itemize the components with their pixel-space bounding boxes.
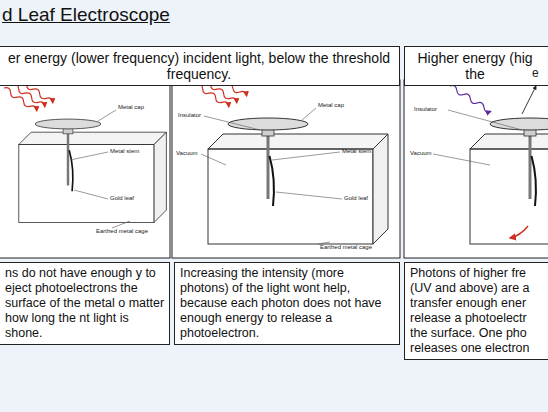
explanation-box: Increasing the intensity (more photons) … (174, 262, 400, 345)
slide-title: d Leaf Electroscope (2, 4, 170, 26)
explanation-box: Photons of higher fre (UV and above) are… (404, 262, 548, 360)
part-label: Vacuum (176, 150, 198, 157)
box-text: Photons of higher fre (UV and above) are… (410, 266, 541, 356)
part-label: Earthed metal cage (96, 228, 148, 235)
explanation-box: ns do not have enough y to eject photoel… (0, 262, 170, 345)
part-label: Metal stem (342, 148, 371, 155)
part-label: Insulator (414, 106, 437, 113)
header-box: er energy (lower frequency) incident lig… (0, 46, 400, 86)
box-text: er energy (lower frequency) incident lig… (3, 50, 395, 82)
part-label: Vacuum (410, 150, 432, 157)
part-label: Metal cap (118, 104, 144, 111)
part-label: Metal cap (318, 102, 344, 109)
electron-label: e (532, 66, 539, 80)
part-label: Gold leaf (344, 195, 368, 202)
part-label: Insulator (178, 112, 201, 119)
box-text: Higher energy (hig the (409, 50, 541, 82)
part-label: Metal stem (110, 148, 139, 155)
box-text: Increasing the intensity (more photons) … (180, 266, 395, 341)
part-label: Gold leaf (110, 195, 134, 202)
box-text: ns do not have enough y to eject photoel… (5, 266, 165, 341)
header-box: Higher energy (hig the (404, 46, 548, 86)
part-label: Earthed metal cage (320, 244, 372, 251)
